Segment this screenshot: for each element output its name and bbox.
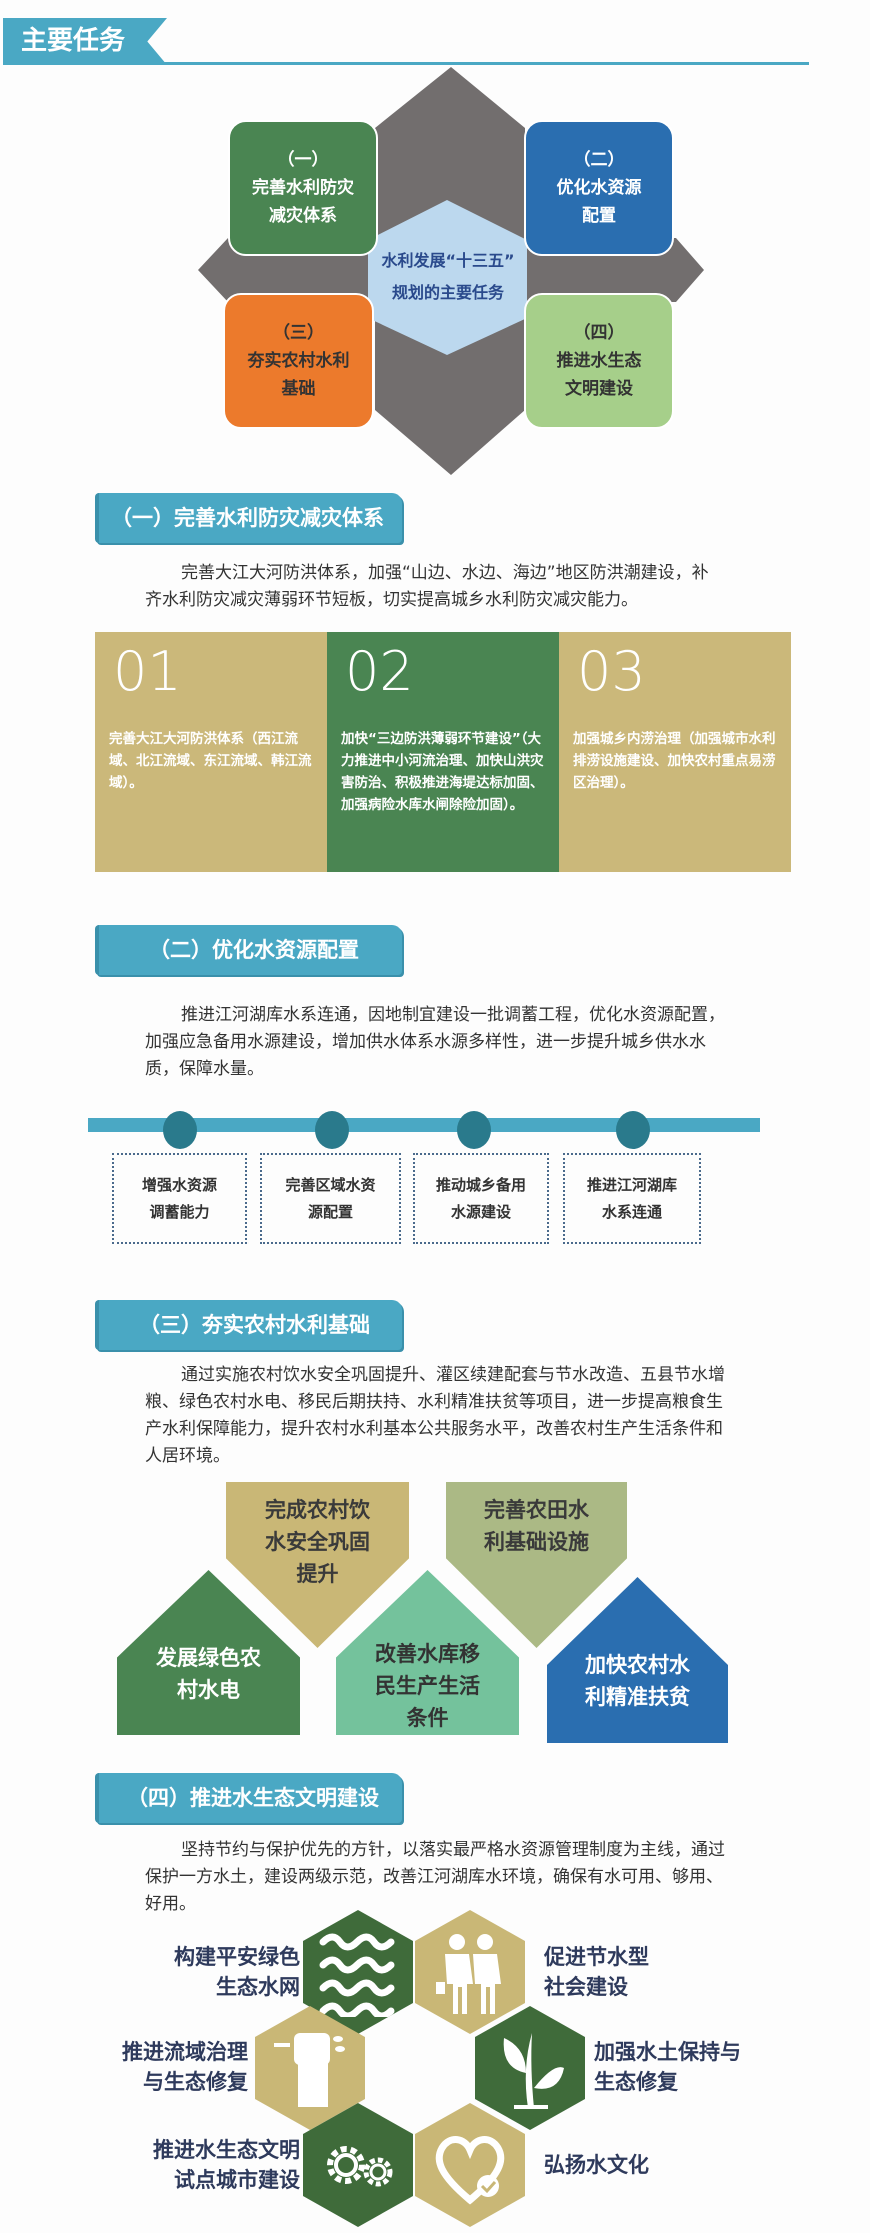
card-text: 加强城乡内涝治理（加强城市水利排涝设施建设、加快农村重点易涝区治理）。 bbox=[573, 731, 776, 791]
pentagon-farmland: 完善农田水利基础设施 bbox=[446, 1482, 627, 1648]
box-line: 基础 bbox=[281, 379, 316, 399]
timeline-item-3: 推动城乡备用水源建设 bbox=[413, 1153, 549, 1244]
waves-icon bbox=[319, 1933, 395, 2017]
item-line: 推进江河湖库 bbox=[586, 1175, 677, 1194]
shape-line: 提升 bbox=[296, 1562, 339, 1586]
timeline-dot bbox=[163, 1111, 197, 1149]
shape-line: 完成农村饮 bbox=[265, 1498, 370, 1522]
box-line: 配置 bbox=[582, 206, 616, 226]
label-soil-conservation: 加强水土保持与生态修复 bbox=[594, 2037, 741, 2097]
card-text: 完善大江大河防洪体系（西江流域、北江流域、东江流域、韩江流域）。 bbox=[109, 731, 312, 791]
label-line: 促进节水型 bbox=[544, 1945, 649, 1969]
item-line: 完善区域水资 bbox=[285, 1175, 376, 1194]
card-number: 03 bbox=[577, 640, 646, 703]
section-1-banner: （一）完善水利防灾减灾体系 bbox=[95, 493, 402, 543]
item-line: 增强水资源 bbox=[141, 1175, 217, 1194]
box-num: （四） bbox=[573, 323, 625, 343]
item-line: 调蓄能力 bbox=[149, 1202, 210, 1221]
overview-box-1[interactable]: （一） 完善水利防灾减灾体系 bbox=[228, 120, 378, 256]
overview-star-shape bbox=[198, 67, 704, 475]
shape-line: 改善水库移 bbox=[375, 1642, 480, 1666]
center-hexagon bbox=[368, 200, 527, 355]
timeline-dot bbox=[616, 1111, 650, 1149]
people-icon bbox=[436, 1934, 501, 2014]
box-line: 完善水利防灾 bbox=[252, 178, 354, 198]
label-line: 与生态修复 bbox=[143, 2070, 248, 2094]
shape-line: 水安全巩固 bbox=[265, 1530, 370, 1554]
box-num: （三） bbox=[273, 323, 324, 343]
hex-soil-conservation bbox=[475, 2006, 585, 2130]
shape-line: 村水电 bbox=[177, 1678, 240, 1702]
box-line: 夯实农村水利 bbox=[247, 351, 350, 371]
shape-line: 加快农村水 bbox=[585, 1653, 690, 1677]
gears-icon bbox=[327, 2146, 393, 2187]
center-line: 规划的主要任务 bbox=[391, 283, 504, 302]
section-2-banner: （二）优化水资源配置 bbox=[95, 925, 402, 975]
timeline-item-4: 推进江河湖库水系连通 bbox=[563, 1153, 701, 1244]
item-line: 源配置 bbox=[307, 1202, 353, 1221]
box-line: 文明建设 bbox=[565, 379, 633, 399]
box-line: 减灾体系 bbox=[269, 206, 337, 226]
item-line: 推动城乡备用 bbox=[435, 1175, 526, 1194]
shape-line: 利精准扶贫 bbox=[585, 1685, 690, 1709]
label-line: 推进水生态文明 bbox=[153, 2138, 300, 2162]
section-3-banner: （三）夯实农村水利基础 bbox=[95, 1300, 402, 1350]
shape-line: 完善农田水 bbox=[484, 1498, 589, 1522]
overview-box-3[interactable]: （三） 夯实农村水利基础 bbox=[223, 293, 374, 429]
card-01: 01 完善大江大河防洪体系（西江流域、北江流域、东江流域、韩江流域）。 bbox=[95, 632, 327, 872]
card-number: 02 bbox=[345, 640, 414, 703]
box-num: （一） bbox=[277, 150, 329, 170]
hex-water-saving bbox=[415, 1910, 525, 2034]
fist-with-sprout-icon bbox=[274, 2033, 345, 2107]
timeline-dot bbox=[315, 1111, 349, 1149]
label-line: 加强水土保持与 bbox=[594, 2040, 741, 2064]
label-line: 生态水网 bbox=[216, 1975, 300, 1999]
timeline-item-1: 增强水资源调蓄能力 bbox=[112, 1153, 247, 1244]
main-title-banner: 主要任务 bbox=[3, 18, 167, 65]
hex-water-culture bbox=[415, 2103, 525, 2227]
plant-icon bbox=[503, 2033, 564, 2109]
center-line: 水利发展“十三五” bbox=[381, 251, 515, 270]
timeline-dot bbox=[457, 1111, 491, 1149]
label-line: 社会建设 bbox=[544, 1975, 628, 1999]
section-4-paragraph: 坚持节约与保护优先的方针，以落实最严格水资源管理制度为主线，通过保护一方水土，建… bbox=[145, 1840, 725, 1914]
heart-check-icon bbox=[435, 2136, 505, 2205]
item-line: 水源建设 bbox=[450, 1202, 511, 1221]
overview-box-2[interactable]: （二） 优化水资源配置 bbox=[524, 120, 674, 256]
section-3-paragraph: 通过实施农村饮水安全巩固提升、灌区续建配套与节水改造、五县节水增粮、绿色农村水电… bbox=[145, 1365, 725, 1466]
section-1-paragraph: 完善大江大河防洪体系，加强“山边、水边、海边”地区防洪潮建设，补齐水利防灾减灾薄… bbox=[145, 563, 709, 610]
label-line: 弘扬水文化 bbox=[544, 2153, 649, 2177]
label-line: 试点城市建设 bbox=[174, 2168, 300, 2192]
box-line: 推进水生态 bbox=[556, 351, 642, 371]
overview-center-text: 水利发展“十三五” 规划的主要任务 bbox=[368, 245, 528, 309]
label-line: 生态修复 bbox=[594, 2070, 678, 2094]
label-pilot-city: 推进水生态文明试点城市建设 bbox=[153, 2135, 300, 2195]
overview-box-4[interactable]: （四） 推进水生态文明建设 bbox=[524, 293, 674, 429]
shape-line: 利基础设施 bbox=[484, 1530, 589, 1554]
timeline-bar bbox=[88, 1118, 760, 1132]
section-2-paragraph: 推进江河湖库水系连通，因地制宜建设一批调蓄工程，优化水资源配置，加强应急备用水源… bbox=[145, 1005, 725, 1079]
label-water-culture: 弘扬水文化 bbox=[544, 2150, 649, 2180]
shape-line: 条件 bbox=[406, 1706, 449, 1730]
label-line: 推进流域治理 bbox=[122, 2040, 248, 2064]
box-line: 优化水资源 bbox=[556, 178, 642, 198]
section-4-banner: （四）推进水生态文明建设 bbox=[95, 1773, 402, 1823]
timeline-item-2: 完善区域水资源配置 bbox=[260, 1153, 401, 1244]
item-line: 水系连通 bbox=[601, 1202, 662, 1221]
shape-line: 民生产生活 bbox=[375, 1674, 480, 1698]
hex-pilot-city bbox=[303, 2103, 413, 2227]
label-water-network: 构建平安绿色生态水网 bbox=[174, 1942, 300, 2002]
card-02: 02 加快“三边防洪薄弱环节建设”（大力推进中小河流治理、加快山洪灾害防治、积极推… bbox=[327, 632, 559, 872]
card-03: 03 加强城乡内涝治理（加强城市水利排涝设施建设、加快农村重点易涝区治理）。 bbox=[559, 632, 791, 872]
card-number: 01 bbox=[113, 640, 182, 703]
card-text: 加快“三边防洪薄弱环节建设”（大力推进中小河流治理、加快山洪灾害防治、积极推进海… bbox=[341, 731, 544, 813]
label-line: 构建平安绿色 bbox=[174, 1945, 300, 1969]
shape-line: 发展绿色农 bbox=[156, 1646, 261, 1670]
label-basin-governance: 推进流域治理与生态修复 bbox=[122, 2037, 248, 2097]
label-water-saving: 促进节水型社会建设 bbox=[544, 1942, 649, 2002]
box-num: （二） bbox=[573, 150, 625, 170]
title-divider bbox=[3, 62, 809, 65]
